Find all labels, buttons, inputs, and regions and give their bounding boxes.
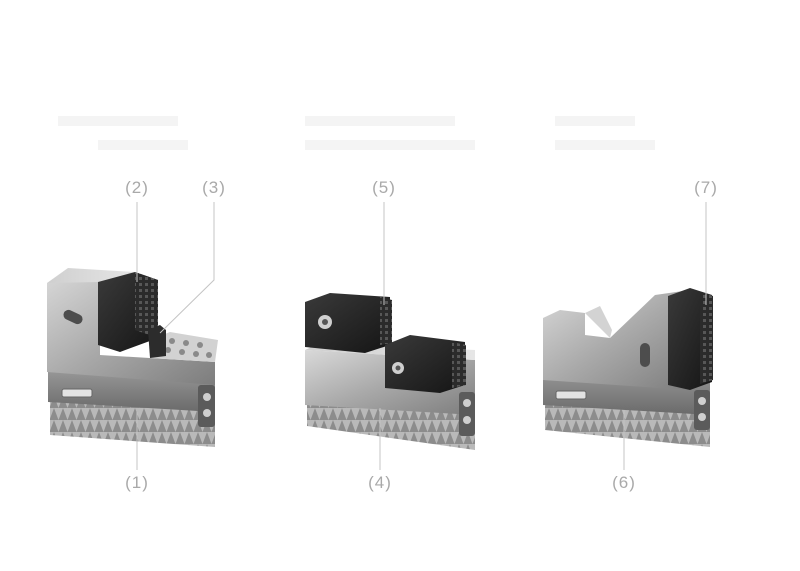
callout-5: (5) [372, 178, 396, 197]
callout-1: (1) [125, 473, 149, 492]
faint-text-middle [305, 108, 485, 158]
jaw-2-black-block-left [305, 293, 390, 353]
callout-2: (2) [125, 178, 149, 197]
jaw-1-top-face [47, 268, 135, 283]
jaw-1-main-body [47, 272, 215, 385]
callout-7: (7) [694, 178, 718, 197]
callout-6: (6) [612, 473, 636, 492]
jaw-3-assembly [543, 288, 713, 447]
faint-text-left [58, 108, 198, 158]
faint-text-right [555, 108, 675, 158]
jaw-2-assembly [305, 293, 475, 450]
jaw-1-scale-slot [61, 388, 93, 398]
leader-lines [136, 202, 707, 470]
leader-line-3 [159, 202, 215, 334]
jaw-2-black-block-right [385, 335, 465, 393]
jaw-1-perforated-plate [150, 332, 218, 362]
jaw-1-serrated-base [50, 400, 215, 447]
jaw-1-clamp-element [148, 325, 166, 358]
callout-3: (3) [202, 178, 226, 197]
jaw-3-main-body [543, 290, 690, 390]
jaw-1-assembly [47, 268, 218, 447]
callout-4: (4) [368, 473, 392, 492]
jaw-3-serrated-base [545, 402, 710, 447]
